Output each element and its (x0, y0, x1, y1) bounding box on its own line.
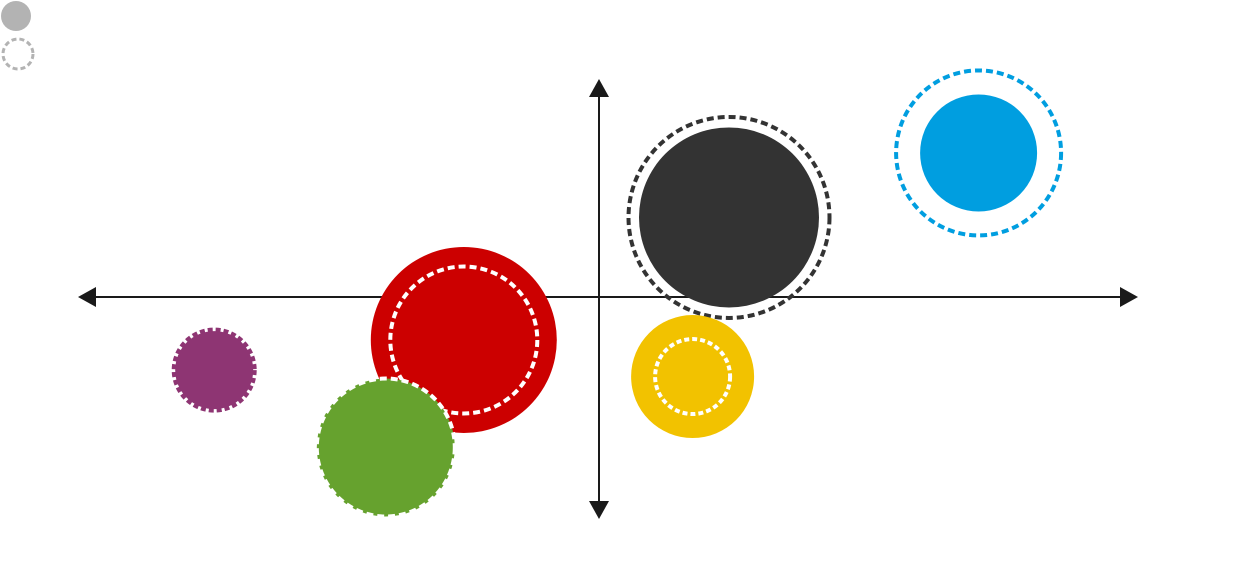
x-axis-arrow-left (78, 287, 96, 307)
legend-dashed-ring-icon (1, 37, 35, 71)
legend-solid-circle-icon (1, 1, 31, 31)
bubble-dashed-ring (653, 337, 733, 417)
bubble-dashed-ring (388, 264, 540, 416)
y-axis-arrow-up (589, 79, 609, 97)
x-axis-arrow-right (1120, 287, 1138, 307)
bubbles (171, 68, 1064, 519)
bubble-solid (316, 378, 455, 517)
bubble-solid (639, 127, 819, 308)
bubble-5 (631, 315, 755, 439)
axes (78, 79, 1138, 519)
bubble-6 (894, 68, 1064, 238)
bubble-dashed-ring (171, 327, 257, 413)
bubble-solid (920, 94, 1038, 212)
bubble-dashed-ring (314, 376, 457, 519)
bubble-dashed-ring (894, 68, 1064, 238)
bubble-3 (314, 376, 457, 519)
legend (1, 1, 35, 71)
bubble-4 (626, 114, 832, 320)
bubble-dashed-ring (626, 114, 832, 320)
bubble-1 (171, 327, 257, 413)
bubble-solid (631, 315, 755, 439)
y-axis-arrow-down (589, 501, 609, 519)
bubble-solid (175, 331, 254, 410)
